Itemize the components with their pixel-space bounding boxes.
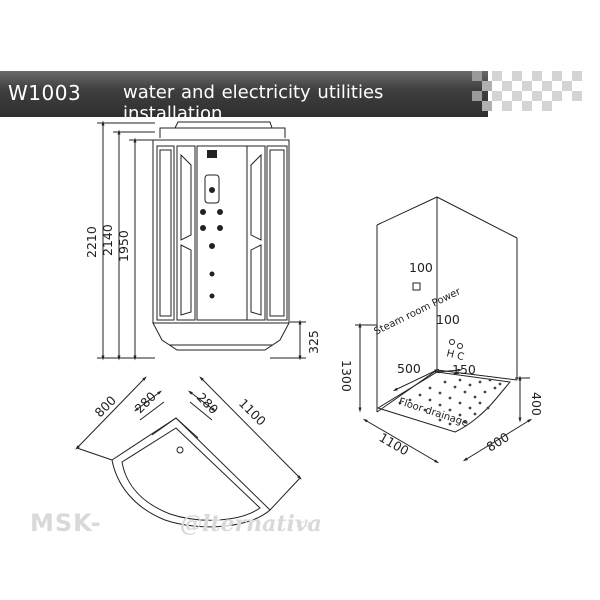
dim-325: 325 xyxy=(306,330,321,354)
dim-1100-plan: 1100 xyxy=(236,396,269,429)
hot-cold-label: H C xyxy=(445,348,465,363)
dim-800-room: 800 xyxy=(484,429,512,454)
dim-100-mid: 100 xyxy=(436,312,460,327)
dim-2210: 2210 xyxy=(84,226,99,258)
dim-400: 400 xyxy=(529,392,544,416)
room-view xyxy=(355,196,533,464)
dim-100-top: 100 xyxy=(409,260,433,275)
watermark-suffix: .ru xyxy=(296,519,311,530)
dim-280-left: 280 xyxy=(132,389,160,417)
header-banner: W1003 water and electricity utilities in… xyxy=(0,71,600,124)
front-view-details xyxy=(200,150,223,299)
dim-1300: 1300 xyxy=(339,360,354,392)
dim-150: 150 xyxy=(452,362,476,377)
drain-icon xyxy=(176,446,184,454)
front-view xyxy=(97,120,306,361)
dim-800-plan: 800 xyxy=(92,393,120,421)
dim-2140: 2140 xyxy=(100,224,115,256)
floor-pattern xyxy=(398,378,502,426)
plan-view xyxy=(75,376,302,528)
watermark-left: MSK- xyxy=(30,509,102,537)
dim-1100-room: 1100 xyxy=(377,430,412,459)
dim-1950: 1950 xyxy=(116,230,131,262)
dim-280-right: 280 xyxy=(194,390,222,418)
header-bar: W1003 water and electricity utilities in… xyxy=(0,71,488,124)
dim-500: 500 xyxy=(397,361,421,376)
page-title: water and electricity utilities installa… xyxy=(123,82,384,124)
floor-drainage-label: Floor drainage xyxy=(397,396,469,429)
model-number: W1003 xyxy=(8,81,82,105)
checker-pattern xyxy=(472,71,582,111)
watermark-logo: @lternativa xyxy=(180,511,322,537)
